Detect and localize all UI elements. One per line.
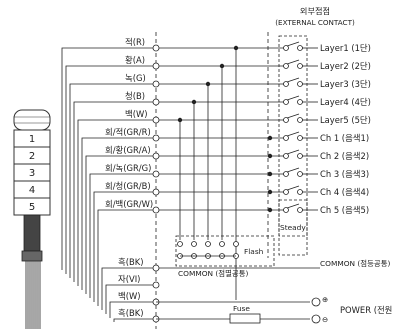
external-contact-title: 외부접점 (300, 6, 330, 16)
cable-bundle (25, 261, 41, 329)
fuse (229, 313, 261, 324)
output-label-ch4: Ch 4 (음색4) (320, 187, 369, 197)
tower-pole (23, 214, 41, 252)
wire-label-amber: 황(A) (125, 55, 145, 65)
wire-lines (61, 47, 156, 322)
wire-label-gray-green: 회/녹(GR/G) (105, 163, 151, 173)
output-stubs (302, 47, 318, 211)
output-label-layer2: Layer2 (2단) (320, 61, 371, 71)
output-label-ch3: Ch 3 (음색3) (320, 169, 369, 179)
power-circuit (156, 301, 310, 324)
output-label-ch1: Ch 1 (음색1) (320, 133, 369, 143)
output-label-layer5: Layer5 (5단) (320, 115, 371, 125)
output-label-layer1: Layer1 (1단) (320, 43, 371, 53)
bus-lines (156, 47, 320, 269)
wire-label-green: 녹(G) (125, 73, 146, 83)
tower-cap (13, 109, 51, 131)
fuse-label: Fuse (233, 304, 250, 313)
steady-label: Steady (280, 223, 306, 232)
output-label-layer3: Layer3 (3단) (320, 79, 371, 89)
wire-label-black: 흑(BK) (118, 257, 143, 267)
wire-label-blue: 청(B) (125, 91, 145, 101)
flash-switches (177, 241, 239, 259)
wire-label-gray-red: 회/적(GR/R) (105, 127, 151, 137)
wire-label-violet: 자(VI) (118, 274, 140, 284)
external-contact-subtitle: (EXTERNAL CONTACT) (275, 18, 355, 27)
steady-box (278, 199, 308, 256)
minus-symbol: ⊖ (322, 315, 328, 324)
wire-label-gray-white: 회/백(GR/W) (105, 199, 153, 209)
tower-lamp: 1 2 3 4 5 (13, 109, 51, 262)
common-flash-label: COMMON (점멸공통) (178, 269, 249, 278)
output-label-ch2: Ch 2 (음색2) (320, 151, 369, 161)
tower-base (21, 250, 43, 262)
tower-segment-2-label: 2 (29, 151, 35, 162)
junctions (177, 45, 273, 300)
wire-label-white-power: 백(W) (118, 291, 141, 301)
wire-label-white: 백(W) (125, 109, 148, 119)
plus-symbol: ⊕ (322, 295, 328, 304)
tower-segment-4-label: 4 (29, 185, 35, 196)
external-switches (283, 41, 303, 213)
wire-label-red: 적(R) (125, 37, 145, 47)
tower-segment-3-label: 3 (29, 168, 35, 179)
wire-label-black-power: 흑(BK) (118, 308, 143, 318)
flash-label: Flash (244, 247, 264, 256)
wire-label-gray-amber: 회/황(GR/A) (105, 145, 151, 155)
output-label-layer4: Layer4 (4단) (320, 97, 371, 107)
common-steady-label: COMMON (점등공통) (320, 259, 391, 268)
output-label-ch5: Ch 5 (음색5) (320, 205, 369, 215)
wire-label-gray-blue: 회/청(GR/B) (105, 181, 151, 191)
external-contact-box (278, 35, 308, 237)
tower-segment-1-label: 1 (29, 134, 35, 145)
tower-segment-5-label: 5 (29, 202, 35, 213)
power-terminals (311, 297, 321, 324)
power-label: POWER (전원 (340, 305, 392, 315)
flash-box (175, 235, 275, 267)
